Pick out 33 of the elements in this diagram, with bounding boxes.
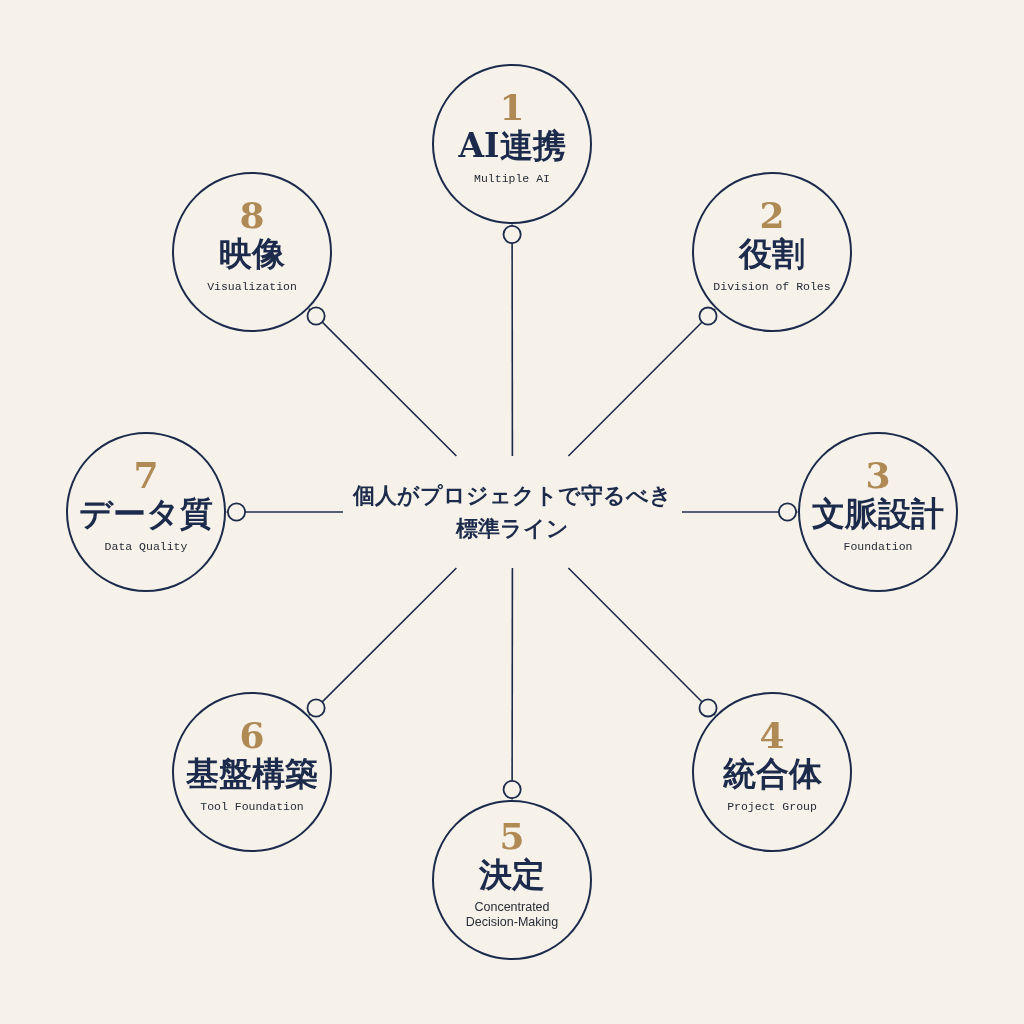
step-subtitle: Tool Foundation — [200, 799, 304, 814]
step-title: 統合体 — [722, 754, 822, 794]
step-title: データ質 — [79, 494, 213, 534]
step-subtitle: Multiple AI — [474, 171, 550, 186]
step-title: 決定 — [479, 854, 545, 895]
step-title: AI連携 — [458, 126, 566, 166]
connector-line — [225, 502, 344, 522]
step-number: 7 — [133, 456, 159, 494]
step-number: 3 — [865, 456, 891, 494]
connector-line — [502, 223, 522, 457]
step-subtitle: Visualization — [207, 279, 297, 294]
step-number: 5 — [499, 816, 525, 855]
connector-line — [681, 502, 799, 522]
step-title: 役割 — [739, 234, 805, 274]
step-number: 4 — [759, 716, 785, 754]
step-subtitle: Concentrated Decision-Making — [464, 899, 560, 930]
step-number: 6 — [239, 716, 265, 754]
connector-line — [567, 306, 718, 457]
connector-line — [306, 306, 458, 457]
step-subtitle: Project Group — [727, 799, 817, 814]
step-title: 映像 — [219, 234, 285, 274]
step-title: 文脈設計 — [812, 494, 944, 534]
step-number: 1 — [499, 88, 525, 126]
step-number: 8 — [239, 196, 265, 234]
center-title: 個人がプロジェクトで守るべき標準ライン — [345, 458, 680, 566]
step-number: 2 — [759, 196, 785, 234]
step-subtitle: Data Quality — [104, 539, 188, 554]
connector-line — [306, 567, 458, 718]
step-title: 基盤構築 — [186, 754, 318, 794]
connector-line — [567, 567, 718, 718]
step-subtitle: Division of Roles — [713, 279, 831, 294]
step-subtitle: Foundation — [843, 539, 913, 554]
connector-line — [502, 567, 522, 801]
